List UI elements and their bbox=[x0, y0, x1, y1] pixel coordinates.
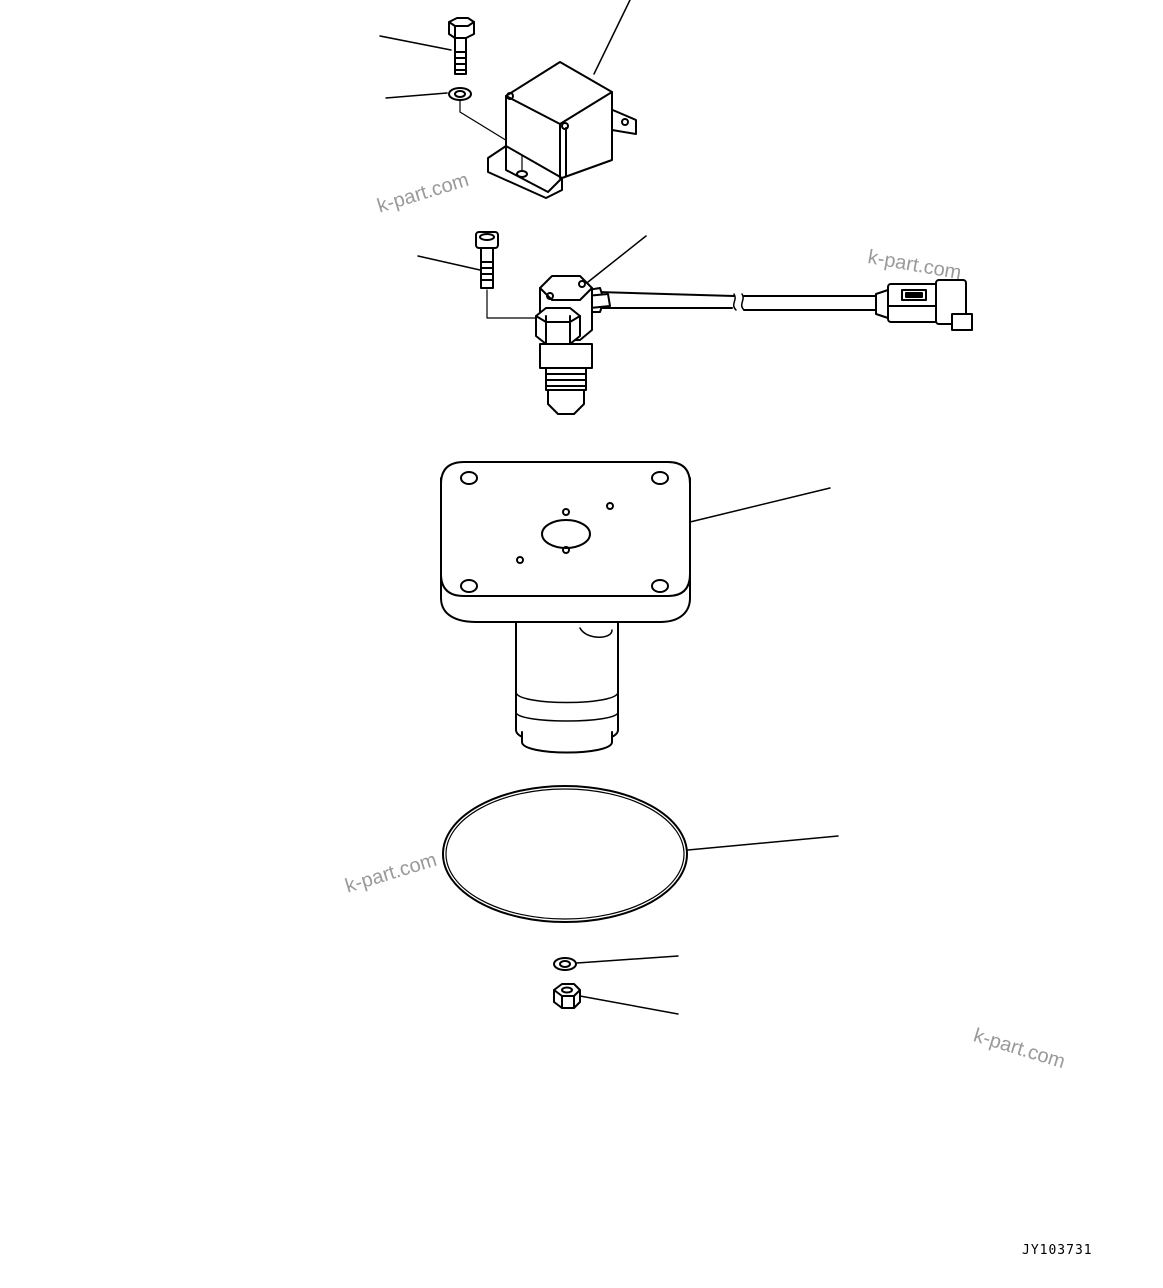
washer-2 bbox=[553, 957, 577, 971]
leader-o-ring bbox=[687, 835, 839, 851]
leader-washer-2 bbox=[576, 955, 679, 964]
cover-bracket bbox=[487, 61, 637, 199]
nut bbox=[553, 983, 581, 1009]
leader-flange bbox=[689, 487, 831, 523]
o-ring bbox=[442, 785, 688, 923]
sensor-with-harness bbox=[535, 275, 973, 415]
assembly-line-1 bbox=[459, 99, 523, 171]
leader-sensor bbox=[587, 235, 647, 283]
assembly-line-2 bbox=[486, 289, 553, 319]
washer-1 bbox=[448, 87, 472, 101]
leader-bolt-1 bbox=[379, 35, 452, 51]
leader-nut bbox=[579, 995, 679, 1015]
flange-housing bbox=[440, 461, 691, 754]
drawing-code: JY103731 bbox=[1022, 1243, 1093, 1258]
bolt-2 bbox=[475, 231, 499, 289]
leader-cover bbox=[593, 0, 631, 75]
leader-washer-1 bbox=[385, 92, 448, 99]
leader-bolt-2 bbox=[417, 255, 481, 271]
bolt-1 bbox=[448, 17, 475, 75]
